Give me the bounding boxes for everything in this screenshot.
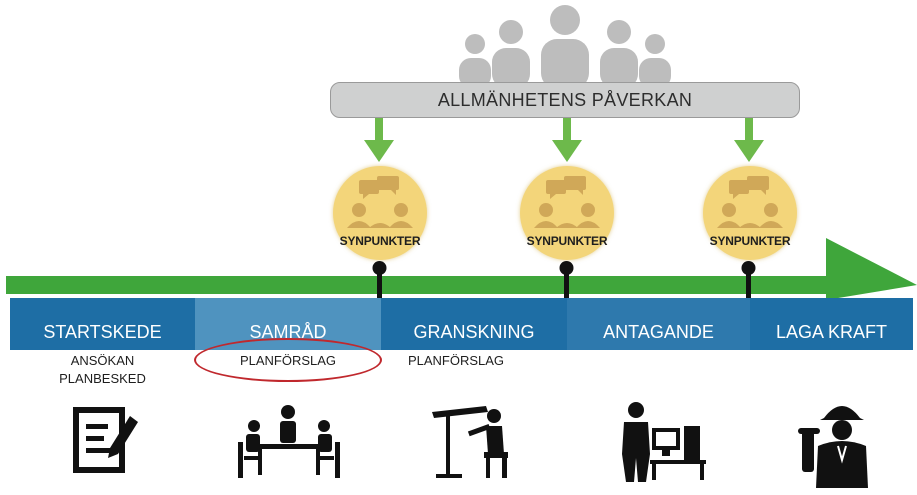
phase-label: STARTSKEDE: [43, 322, 162, 342]
meeting-table-icon: [238, 405, 340, 478]
banner-label: ALLMÄNHETENS PÅVERKAN: [437, 89, 693, 110]
dialogue-icon: [347, 176, 413, 228]
phase-label: ANTAGANDE: [603, 322, 714, 342]
samrad-highlight-ring: [194, 338, 382, 382]
phase-label: GRANSKNING: [413, 322, 535, 342]
sublabel-planforslag: PLANFÖRSLAG: [407, 353, 505, 368]
document-edit-icon: [73, 407, 138, 473]
synpunkter-circle-3: SYNPUNKTER: [703, 166, 797, 260]
dialogue-icon: [717, 176, 783, 228]
public-influence-banner: ALLMÄNHETENS PÅVERKAN: [330, 82, 800, 118]
startskede-sublabels: ANSÖKAN PLANBESKED: [10, 352, 195, 388]
granskning-sublabel: PLANFÖRSLAG: [381, 352, 531, 370]
phase-label: LAGA KRAFT: [775, 322, 888, 342]
drafting-table-icon: [432, 406, 508, 478]
phase-granskning: GRANSKNING: [381, 298, 567, 350]
phase-startskede: STARTSKEDE: [10, 298, 195, 350]
sublabel-ansokan: ANSÖKAN: [70, 353, 135, 368]
phase-antagande: ANTAGANDE: [567, 298, 750, 350]
public-crowd-icon: [459, 5, 671, 86]
phase-laga-kraft: LAGA KRAFT: [750, 298, 913, 350]
synpunkter-label: SYNPUNKTER: [709, 234, 791, 248]
office-worker-icon: [622, 402, 706, 482]
dialogue-icon: [534, 176, 600, 228]
synpunkter-label: SYNPUNKTER: [526, 234, 608, 248]
phase-label: SAMRÅD: [249, 322, 327, 342]
synpunkter-circle-2: SYNPUNKTER: [520, 166, 614, 260]
construction-worker-icon: [798, 406, 868, 488]
synpunkter-circle-1: SYNPUNKTER: [333, 166, 427, 260]
sublabel-planbesked: PLANBESKED: [59, 371, 146, 386]
synpunkter-label: SYNPUNKTER: [339, 234, 421, 248]
